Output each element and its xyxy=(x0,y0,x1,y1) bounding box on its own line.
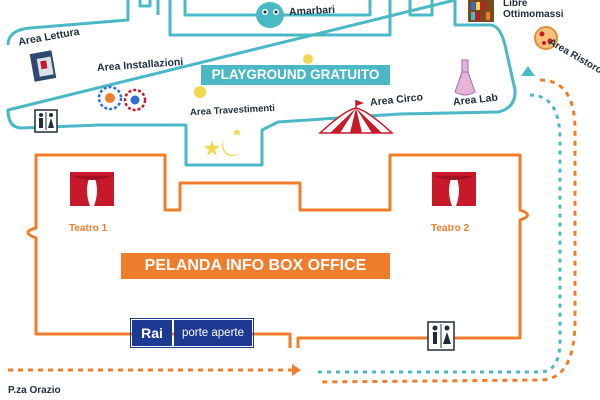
restroom-icon-playground xyxy=(34,109,58,133)
porte-aperte-label: porte aperte xyxy=(174,320,252,346)
curtain-icon-teatro-1 xyxy=(70,172,114,206)
teal-arrow xyxy=(521,66,535,76)
bookshelf-icon xyxy=(468,0,494,22)
book-icon xyxy=(29,50,57,82)
main-building-outline xyxy=(26,153,529,348)
playground-banner: PLAYGROUND GRATUITO xyxy=(201,65,390,85)
sponsor-frame xyxy=(130,318,254,348)
pizza-icon xyxy=(534,26,558,50)
libreria-label-line2: Ottimomassi xyxy=(503,9,564,20)
mascot-icon xyxy=(256,2,284,28)
teatro-2-label: Teatro 2 xyxy=(431,223,470,234)
circus-tent-icon xyxy=(318,100,394,134)
gears-icon xyxy=(97,85,147,112)
teatro-1-label: Teatro 1 xyxy=(69,223,108,234)
balls-icon xyxy=(194,54,313,98)
box-office-banner: PELANDA INFO BOX OFFICE xyxy=(121,253,390,279)
flask-icon xyxy=(454,59,476,96)
libreria-label-line1: Libre xyxy=(503,0,528,9)
orange-arrow xyxy=(292,364,301,376)
moon-stars-icon xyxy=(204,128,241,157)
piazza-orazio-label: P.za Orazio xyxy=(8,385,61,396)
curtain-icon-teatro-2 xyxy=(432,172,476,206)
rai-logo: Rai xyxy=(132,320,172,346)
orange-route-return xyxy=(319,78,577,384)
restroom-icon-main xyxy=(427,321,455,351)
amarbari-label: Amarbari xyxy=(288,3,336,19)
